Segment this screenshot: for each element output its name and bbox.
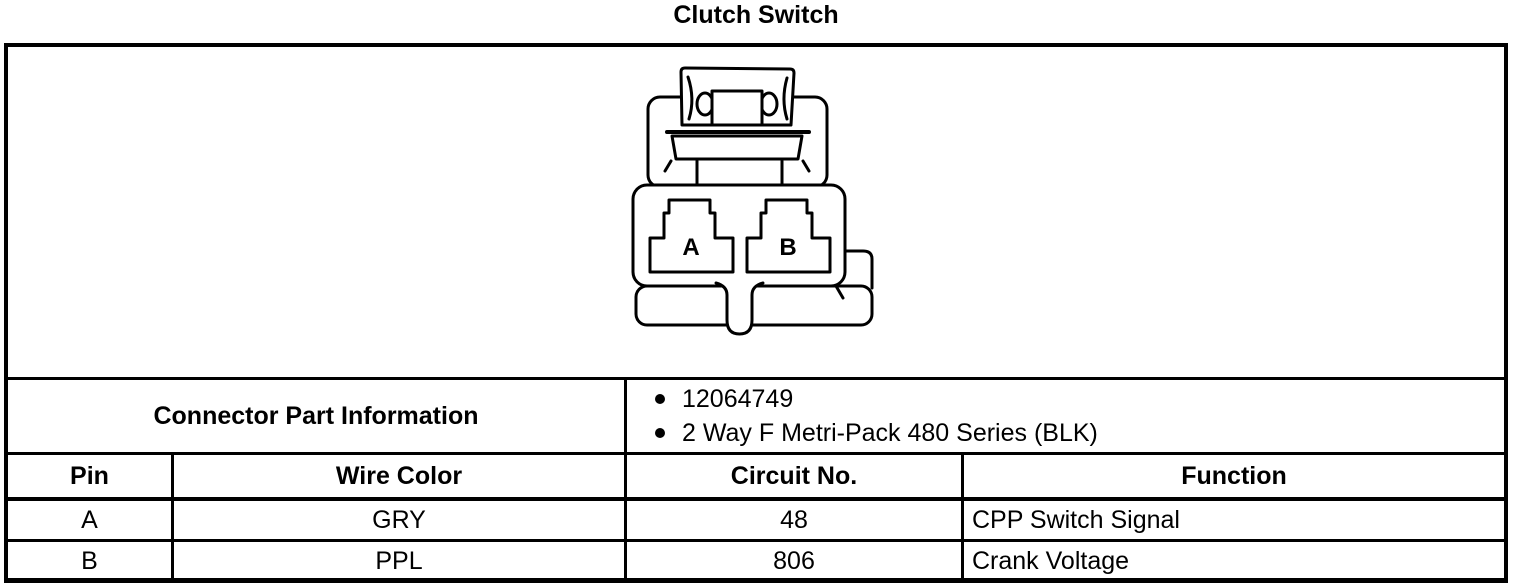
lock-bar-left-tick [663, 159, 673, 173]
pin-cavity-b [745, 198, 832, 274]
latch-tab-right-curve [782, 76, 789, 121]
pin-cavity-a [648, 198, 735, 274]
page-title: Clutch Switch [673, 1, 839, 29]
side-extension [843, 249, 874, 290]
part-info-row: Connector Part Information 12064749 2 Wa… [8, 377, 1504, 452]
part-info-bullet-item: 2 Way F Metri-Pack 480 Series (BLK) [655, 416, 1504, 450]
cell-function: CPP Switch Signal [961, 501, 1504, 539]
connector-series: 2 Way F Metri-Pack 480 Series (BLK) [682, 418, 1098, 447]
lock-bar [670, 134, 804, 161]
connector-skirt [634, 284, 874, 327]
skirt-right-tick [834, 284, 845, 300]
bullet-icon [655, 394, 665, 404]
bullet-icon [655, 428, 665, 438]
cell-pin: B [81, 546, 98, 575]
connector-diagram: A B [631, 66, 874, 336]
part-info-bullet-item: 12064749 [655, 382, 1504, 416]
cell-function: Crank Voltage [961, 542, 1504, 579]
cell-wire-color: PPL [171, 542, 624, 579]
latch-tab-left-curve [686, 75, 694, 121]
lock-bar-right-tick [801, 159, 811, 173]
part-info-values: 12064749 2 Way F Metri-Pack 480 Series (… [624, 380, 1504, 452]
cell-circuit-no: 48 [624, 501, 961, 539]
pin-b-label: B [779, 234, 796, 261]
cell-wire-color: GRY [171, 501, 624, 539]
connector-figure-area: A B [8, 47, 1504, 377]
header-wire-color: Wire Color [171, 455, 624, 497]
header-function: Function [961, 455, 1504, 497]
cell-pin: A [81, 506, 98, 534]
table-row: A GRY 48 CPP Switch Signal [8, 497, 1504, 539]
pin-a-label: A [682, 234, 699, 261]
part-info-label: Connector Part Information [153, 402, 479, 430]
table-row: B PPL 806 Crank Voltage [8, 539, 1504, 579]
header-pin: Pin [70, 462, 109, 490]
cell-circuit-no: 806 [624, 542, 961, 579]
connector-info-box: A B Connector Part Information 12064749 … [4, 43, 1508, 583]
table-header-row: Pin Wire Color Circuit No. Function [8, 452, 1504, 497]
header-circuit-no: Circuit No. [624, 455, 961, 497]
part-number: 12064749 [682, 384, 794, 413]
bottom-notch [714, 281, 765, 336]
latch-button [710, 89, 764, 127]
